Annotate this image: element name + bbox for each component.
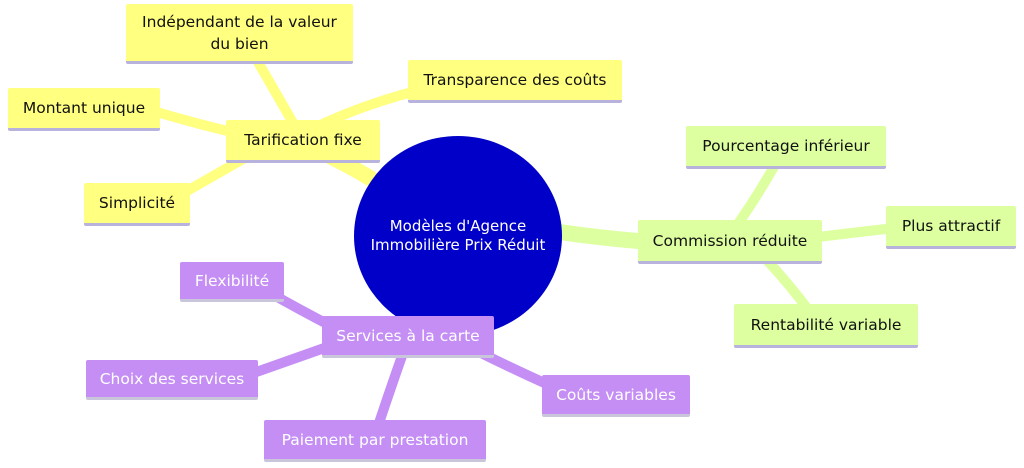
link-services-paiement bbox=[373, 351, 407, 431]
branch-services-carte: Services à la carte bbox=[322, 316, 494, 358]
leaf-couts-variables: Coûts variables bbox=[542, 375, 690, 417]
branch-commission-reduite: Commission réduite bbox=[638, 220, 822, 264]
leaf-rentabilite-variable: Rentabilité variable bbox=[734, 304, 918, 348]
leaf-transparence-couts: Transparence des coûts bbox=[408, 60, 622, 103]
link-commission-pourcentage bbox=[730, 160, 780, 233]
leaf-independant-valeur-bien: Indépendant de la valeur du bien bbox=[126, 4, 353, 64]
center-node: Modèles d'Agence Immobilière Prix Réduit bbox=[354, 136, 562, 336]
link-commission-attractif bbox=[805, 223, 900, 243]
link-center-commission bbox=[552, 224, 658, 250]
leaf-choix-services: Choix des services bbox=[86, 360, 258, 400]
leaf-simplicite: Simplicité bbox=[84, 183, 190, 226]
branch-tarification-fixe: Tarification fixe bbox=[226, 120, 380, 163]
leaf-plus-attractif: Plus attractif bbox=[886, 206, 1016, 249]
leaf-montant-unique: Montant unique bbox=[8, 88, 160, 131]
leaf-flexibilite: Flexibilité bbox=[180, 262, 284, 302]
leaf-paiement-prestation: Paiement par prestation bbox=[264, 420, 486, 462]
leaf-pourcentage-inferieur: Pourcentage inférieur bbox=[686, 126, 886, 169]
